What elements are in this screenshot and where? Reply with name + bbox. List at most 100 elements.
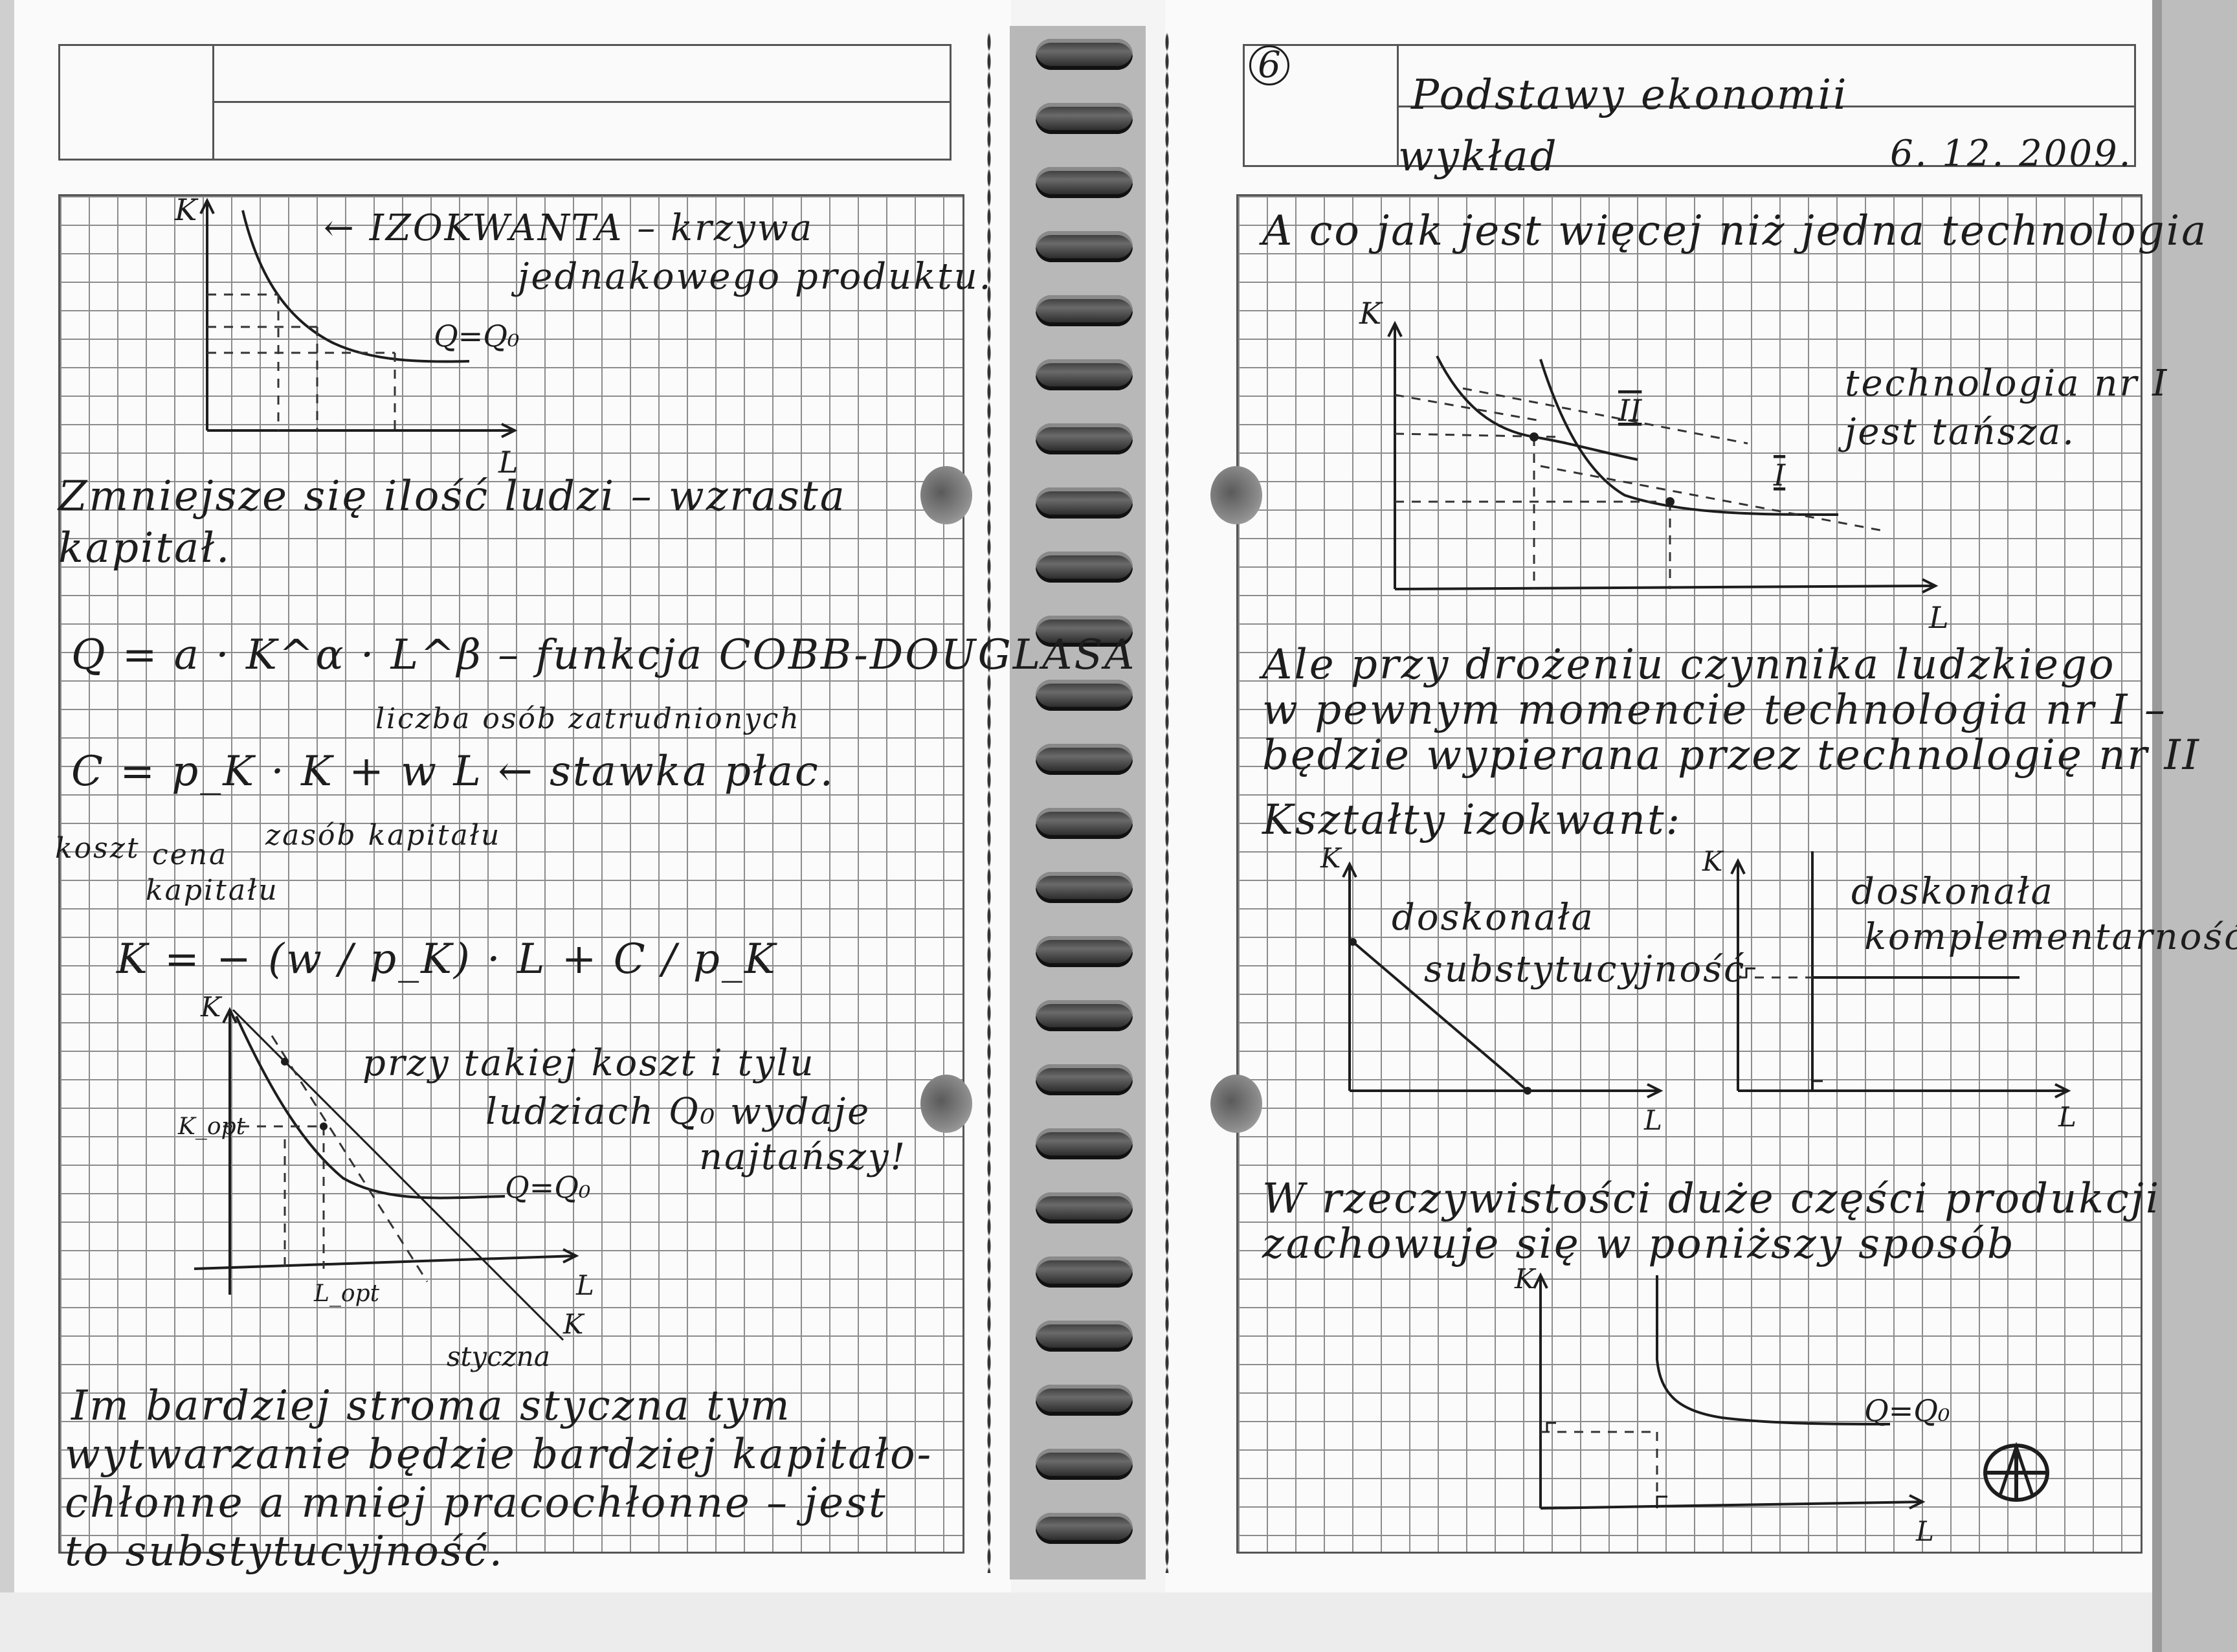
- page-number: 6: [1249, 45, 1289, 85]
- note-przy-takiej: przy takiej koszt i tylu: [362, 1042, 816, 1084]
- left-header-divider-h: [212, 101, 950, 103]
- binding-ring: [1036, 1128, 1133, 1159]
- binding-ring: [1036, 1449, 1133, 1480]
- cost-formula: C = p_K · K + w L ← stawka płac.: [71, 748, 835, 796]
- binding-ring: [1036, 616, 1133, 647]
- scan-shadow-right: [2152, 0, 2162, 1652]
- left-grid-area: [58, 194, 964, 1554]
- left-header-box: [58, 44, 952, 161]
- right-line-bedzie: będzie wypierana przez technologię nr II: [1262, 731, 2201, 779]
- right-line-w-rzeczywistosci: W rzeczywistości duże części produkcji: [1262, 1175, 2161, 1223]
- tech-label-2: II: [1618, 393, 1642, 428]
- note-najtanszy: najtańszy!: [699, 1136, 907, 1178]
- left-conclusion-3: chłonne a mniej pracochłonne – jest: [65, 1479, 887, 1527]
- header-subtitle: wykład: [1398, 133, 1559, 181]
- cobb-douglas-formula: Q = a · K^α · L^β – funkcja COBB-DOUGLAS…: [71, 631, 1137, 679]
- diagram2-kopt-label: K_opt: [177, 1113, 246, 1140]
- binding-dots-left: [987, 32, 991, 1573]
- punch-hole-bottom-right: [1210, 1075, 1262, 1133]
- note-liczba-osob: liczba osób zatrudnionych: [375, 702, 801, 735]
- right-line-ale-przy: Ale przy drożeniu czynnika ludzkiego: [1262, 641, 2116, 689]
- izokwanta-subtitle: jednakowego produktu.: [518, 256, 993, 298]
- diagram2-tangent-label: styczna: [447, 1341, 550, 1372]
- diagram1-curve-label: Q=Q₀: [434, 318, 519, 353]
- perfect-complements-diagram: K L: [1702, 845, 2076, 1133]
- binding-ring: [1036, 359, 1133, 390]
- right-line-wiecej-technologii: A co jak jest więcej niż jedna technolog…: [1262, 207, 2209, 255]
- binding-ring: [1036, 423, 1133, 454]
- binding-ring: [1036, 680, 1133, 711]
- right-header-divider-h: [1397, 106, 2134, 107]
- left-conclusion-1: Im bardziej stroma styczna tym: [71, 1382, 792, 1430]
- scan-bottom-margin: [0, 1592, 2237, 1652]
- tech-l-label: L: [1928, 600, 1949, 635]
- scan-edge-left: [0, 0, 14, 1652]
- header-title: Podstawy ekonomii: [1411, 71, 1849, 119]
- scan-edge-right: [2162, 0, 2237, 1652]
- header-date: 6. 12. 2009.: [1890, 133, 2133, 175]
- right-line-zachowuje: zachowuje się w poniższy sposób: [1262, 1220, 2016, 1268]
- binding-ring: [1036, 936, 1133, 967]
- optimum-diagram: K K_opt L_opt Q=Q₀ L K styczna: [177, 991, 594, 1372]
- binding-ring: [1036, 872, 1133, 903]
- binding-ring: [1036, 39, 1133, 70]
- note-substytucyjnosc: substytucyjność: [1424, 948, 1746, 990]
- binding-ring: [1036, 744, 1133, 775]
- left-line-kapital: kapitał.: [58, 524, 232, 572]
- binding-ring: [1036, 1256, 1133, 1288]
- binding-ring: [1036, 1064, 1133, 1095]
- real-k-label: K: [1514, 1263, 1537, 1295]
- right-grid-area: [1236, 194, 2142, 1554]
- real-l-label: L: [1915, 1515, 1934, 1547]
- note-ludziach: ludziach Q₀ wydaje: [485, 1091, 871, 1133]
- izokwanta-diagram: K L Q=Q₀: [174, 192, 519, 480]
- binding-ring: [1036, 1321, 1133, 1352]
- perfect-substitutes-diagram: K L: [1320, 842, 1664, 1136]
- right-line-w-pewnym: w pewnym momencie technologia nr I –: [1262, 686, 2167, 734]
- binding-ring: [1036, 487, 1133, 519]
- punch-hole-top-right: [1210, 466, 1262, 524]
- subst-k-label: K: [1320, 842, 1342, 874]
- binding-dots-right: [1165, 32, 1169, 1573]
- binding-ring: [1036, 231, 1133, 262]
- stamp-logo: [1983, 1442, 2049, 1502]
- note-zasob-kapitalu: zasób kapitału: [265, 819, 502, 852]
- diagram2-k-label: K: [200, 991, 223, 1023]
- real-curve-label: Q=Q₀: [1864, 1393, 1950, 1428]
- binding-ring: [1036, 295, 1133, 326]
- left-line-zmniejsze: Zmniejsze się ilość ludzi – wzrasta: [58, 473, 847, 520]
- binding-ring: [1036, 1385, 1133, 1416]
- note-komplementarnosc: komplementarność: [1864, 916, 2237, 958]
- diagram2-l-label: L: [575, 1269, 594, 1301]
- diagram2-curve-label: Q=Q₀: [505, 1170, 590, 1205]
- note-cena: cena: [152, 838, 228, 871]
- izokwanta-title: ← IZOKWANTA – krzywa: [324, 207, 814, 249]
- binding-ring: [1036, 552, 1133, 583]
- technologies-diagram: K L II I: [1359, 296, 1949, 635]
- right-page: [1165, 0, 2152, 1592]
- binding-ring: [1036, 167, 1133, 198]
- note-kapitalu: kapitału: [146, 874, 279, 907]
- compl-l-label: L: [2058, 1101, 2076, 1133]
- right-header-box: [1243, 44, 2136, 167]
- tech-label-1: I: [1773, 458, 1786, 493]
- binding-ring: [1036, 1000, 1133, 1031]
- compl-k-label: K: [1702, 845, 1724, 877]
- note-koszt: koszt: [55, 832, 140, 865]
- budget-line-formula: K = − (w / p_K) · L + C / p_K: [117, 935, 777, 983]
- note-doskonala-subst: doskonała: [1392, 897, 1595, 939]
- diagram2-lopt-label: L_opt: [313, 1280, 380, 1307]
- note-jest-tansza: jest tańsza.: [1845, 411, 2076, 453]
- note-doskonala-compl: doskonała: [1851, 871, 2054, 913]
- diagram2-k2-label: K: [562, 1308, 585, 1340]
- diagram1-l-label: L: [498, 445, 518, 480]
- tech-k-label: K: [1359, 296, 1383, 331]
- punch-hole-top-left: [920, 466, 972, 524]
- punch-hole-bottom-left: [920, 1075, 972, 1133]
- binding-ring: [1036, 808, 1133, 839]
- left-conclusion-2: wytwarzanie będzie bardziej kapitało-: [65, 1431, 933, 1479]
- binding-ring: [1036, 103, 1133, 134]
- binding-ring: [1036, 1513, 1133, 1544]
- subst-l-label: L: [1643, 1104, 1662, 1136]
- left-conclusion-4: to substytucyjność.: [65, 1528, 504, 1576]
